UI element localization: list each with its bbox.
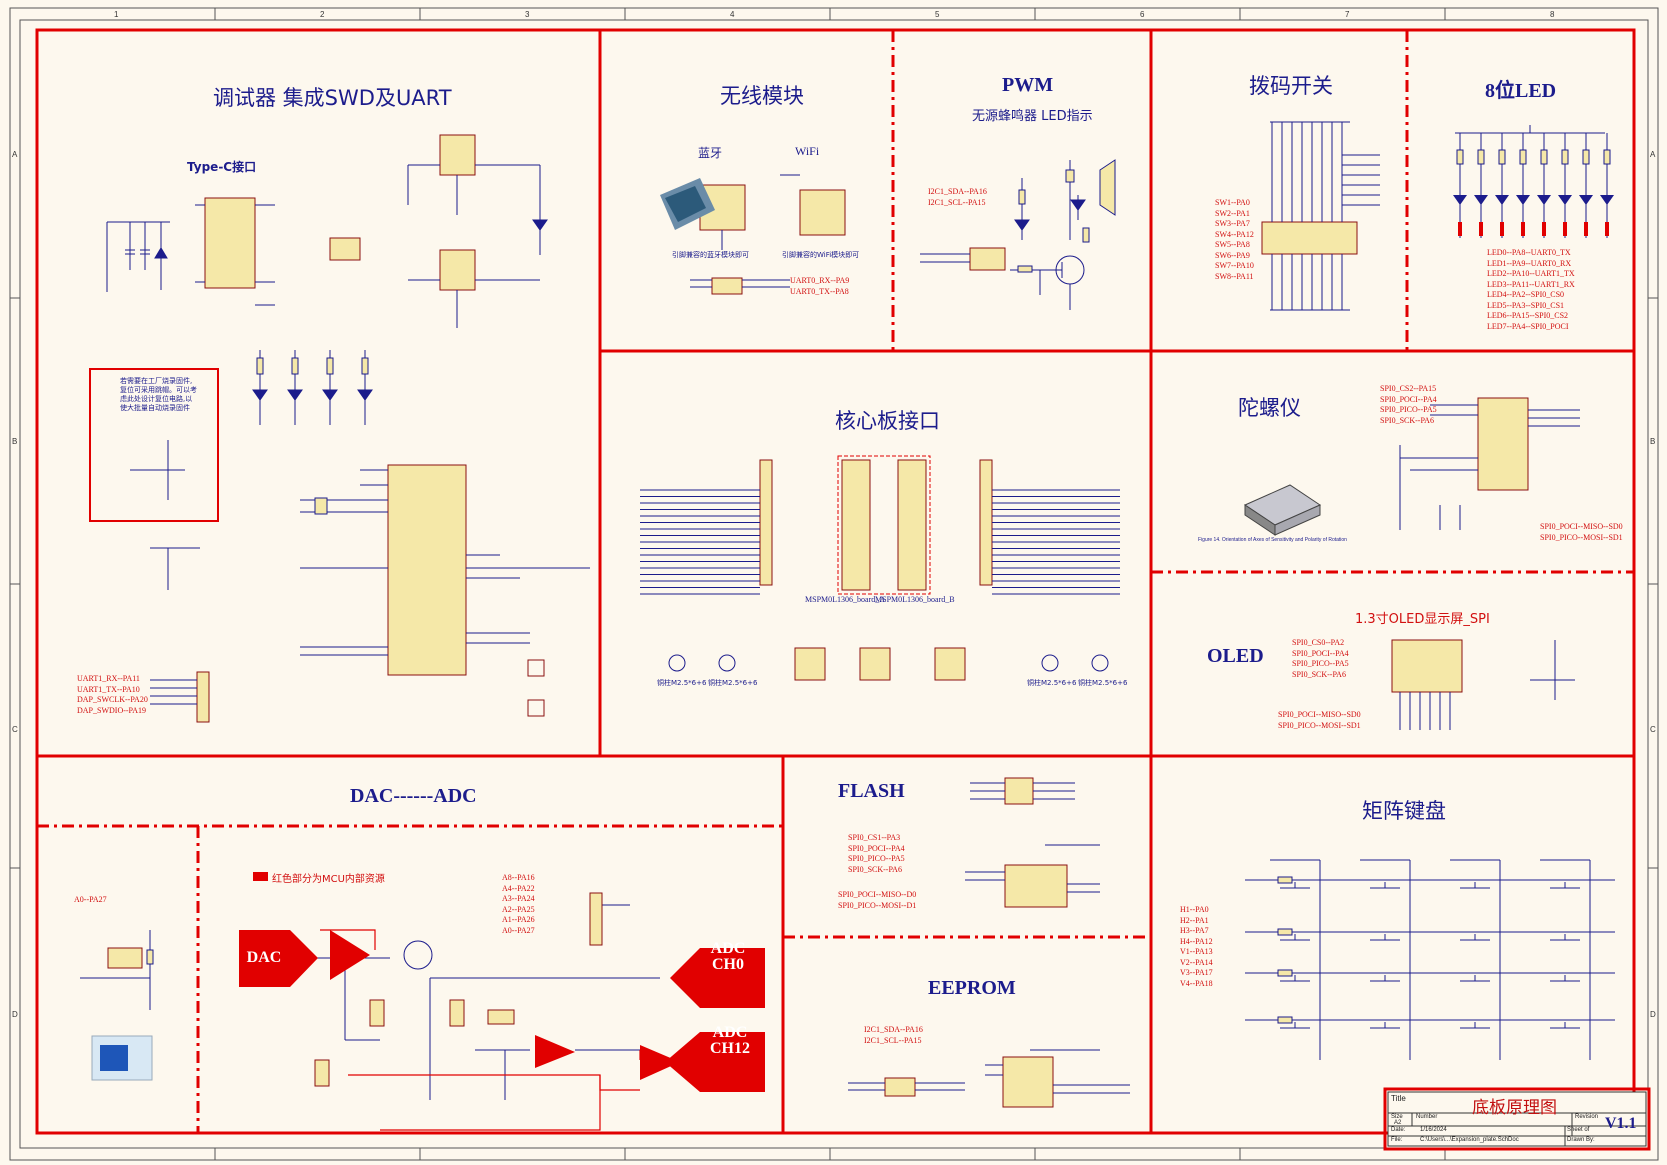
row-letter-d-right: D — [1650, 1010, 1656, 1019]
row-letter-d: D — [12, 1010, 18, 1019]
pwm-pin-notes: I2C1_SDA--PA16 I2C1_SCL--PA15 — [928, 187, 987, 207]
gyro-pin-notes: SPI0_CS2--PA15 SPI0_POCI--PA4 SPI0_PICO-… — [1380, 384, 1437, 425]
section-title-flash: FLASH — [838, 780, 905, 802]
bluetooth-label: 蓝牙 — [698, 146, 723, 160]
flash-pin-notes: SPI0_CS1--PA3 SPI0_POCI--PA4 SPI0_PICO--… — [848, 833, 905, 874]
row-letter-c: C — [12, 725, 18, 734]
board-b-label: MSPM0L1306_board_B — [875, 595, 955, 604]
col-num-8: 8 — [1550, 10, 1555, 19]
led-array — [1453, 133, 1614, 238]
adc-pin-notes: A8--PA16 A4--PA22 A3--PA24 A2--PA25 A1--… — [502, 873, 535, 935]
mount-hole-4: 铜柱M2.5*6+6 — [1078, 679, 1128, 687]
flash-pin-notes-2: SPI0_POCI--MISO--D0 SPI0_PICO--MOSI--D1 — [838, 890, 917, 910]
pwm-subtitle: 无源蜂鸣器 LED指示 — [972, 109, 1093, 124]
mcu-resource-swatch — [253, 872, 268, 881]
section-title-debugger: 调试器 集成SWD及UART — [213, 86, 452, 110]
led-diode-icon — [1558, 195, 1572, 205]
oled-pin-notes: SPI0_CS0--PA2 SPI0_POCI--PA4 SPI0_PICO--… — [1292, 638, 1349, 679]
row-letter-a-right: A — [1650, 150, 1656, 159]
oled-subtitle: 1.3寸OLED显示屏_SPI — [1355, 612, 1490, 627]
col-num-2: 2 — [320, 10, 325, 19]
wifi-label: WiFi — [795, 144, 820, 158]
led-pin-notes: LED0--PA8--UART0_TX LED1--PA9--UART0_RX … — [1487, 248, 1575, 331]
wireless-pin-notes: UART0_RX--PA9 UART0_TX--PA8 — [790, 276, 850, 296]
dac-port-label: DAC — [246, 949, 282, 966]
led-diode-icon — [1474, 195, 1488, 205]
row-letter-a: A — [12, 150, 18, 159]
row-letter-c-right: C — [1650, 725, 1656, 734]
mount-hole-2: 铜柱M2.5*6+6 — [708, 679, 758, 687]
dip-pin-notes: SW1--PA0 SW2--PA1 SW3--PA7 SW4--PA12 SW5… — [1215, 198, 1254, 281]
reset-note-box — [89, 368, 219, 522]
bt-compat-note: 引脚兼容的蓝牙模块即可 — [672, 251, 749, 259]
revision-value: V1.1 — [1605, 1115, 1637, 1132]
section-title-wireless: 无线模块 — [720, 84, 804, 108]
row-letter-b-right: B — [1650, 437, 1656, 446]
debug-pin-notes: UART1_RX--PA11 UART1_TX--PA10 DAP_SWCLK-… — [77, 674, 148, 715]
reset-note-text: 若需要在工厂烧录固件, 复位可采用跳帽。可以考 虑此处设计复位电路,以 使大批量… — [120, 377, 197, 412]
schematic-title: 底板原理图 — [1472, 1098, 1557, 1118]
row-letter-b: B — [12, 437, 18, 446]
col-num-6: 6 — [1140, 10, 1145, 19]
section-title-gyro: 陀螺仪 — [1238, 396, 1301, 420]
section-title-eeprom: EEPROM — [928, 977, 1016, 999]
col-num-1: 1 — [114, 10, 119, 19]
tb-date: 1/16/2024 — [1420, 1127, 1447, 1133]
col-num-4: 4 — [730, 10, 735, 19]
led-diode-icon — [1600, 195, 1614, 205]
gyro-pin-notes-2: SPI0_POCI--MISO--SD0 SPI0_PICO--MOSI--SD… — [1540, 522, 1623, 542]
tb-sheet-label: Sheet of — [1567, 1127, 1590, 1133]
eeprom-pin-notes: I2C1_SDA--PA16 I2C1_SCL--PA15 — [864, 1025, 923, 1045]
section-title-dip: 拨码开关 — [1249, 74, 1333, 98]
mount-hole-3: 铜柱M2.5*6+6 — [1027, 679, 1077, 687]
section-title-led8: 8位LED — [1485, 80, 1557, 102]
col-num-3: 3 — [525, 10, 530, 19]
col-num-5: 5 — [935, 10, 940, 19]
tb-revision-label: Revision — [1575, 1114, 1599, 1120]
adc-ch12-label: ADC CH12 — [710, 1024, 750, 1057]
tb-size: A2 — [1394, 1120, 1402, 1126]
tb-size-label: Size — [1391, 1114, 1403, 1120]
tb-drawn-label: Drawn By: — [1567, 1137, 1595, 1143]
led-diode-icon — [1495, 195, 1509, 205]
section-title-oled: OLED — [1207, 645, 1264, 667]
tb-file: C:\Users\...\Expansion_plate.SchDoc — [1420, 1137, 1519, 1143]
section-title-dac-adc: DAC------ADC — [350, 785, 477, 807]
led-diode-icon — [1453, 195, 1467, 205]
matrix-keypad — [1245, 859, 1615, 1060]
gyro-figure-caption: Figure 14. Orientation of Axes of Sensit… — [1198, 537, 1347, 543]
tb-file-label: File: — [1391, 1137, 1403, 1143]
col-num-7: 7 — [1345, 10, 1350, 19]
tb-title-label: Title — [1391, 1094, 1406, 1103]
section-title-keypad: 矩阵键盘 — [1362, 799, 1446, 823]
led-diode-icon — [1516, 195, 1530, 205]
typec-label: Type-C接口 — [187, 160, 257, 174]
tb-date-label: Date: — [1391, 1127, 1406, 1133]
wifi-compat-note: 引脚兼容的WiFi模块即可 — [782, 251, 860, 259]
mount-hole-1: 铜柱M2.5*6+6 — [657, 679, 707, 687]
section-title-core: 核心板接口 — [835, 409, 940, 433]
adc-ch0-label: ADC CH0 — [710, 940, 746, 973]
mcu-resource-legend: 红色部分为MCU内部资源 — [272, 874, 385, 885]
led-diode-icon — [1579, 195, 1593, 205]
led-diode-icon — [1537, 195, 1551, 205]
board-a-label: MSPM0L1306_board_A — [805, 595, 886, 604]
dac-pin-notes: A0--PA27 — [74, 895, 107, 904]
section-title-pwm: PWM — [1002, 74, 1054, 96]
tb-number-label: Number — [1416, 1114, 1438, 1120]
oled-pin-notes-2: SPI0_POCI--MISO--SD0 SPI0_PICO--MOSI--SD… — [1278, 710, 1361, 730]
keypad-pin-notes: H1--PA0 H2--PA1 H3--PA7 H4--PA12 V1--PA1… — [1180, 905, 1213, 988]
core-board-wires — [640, 489, 1120, 595]
